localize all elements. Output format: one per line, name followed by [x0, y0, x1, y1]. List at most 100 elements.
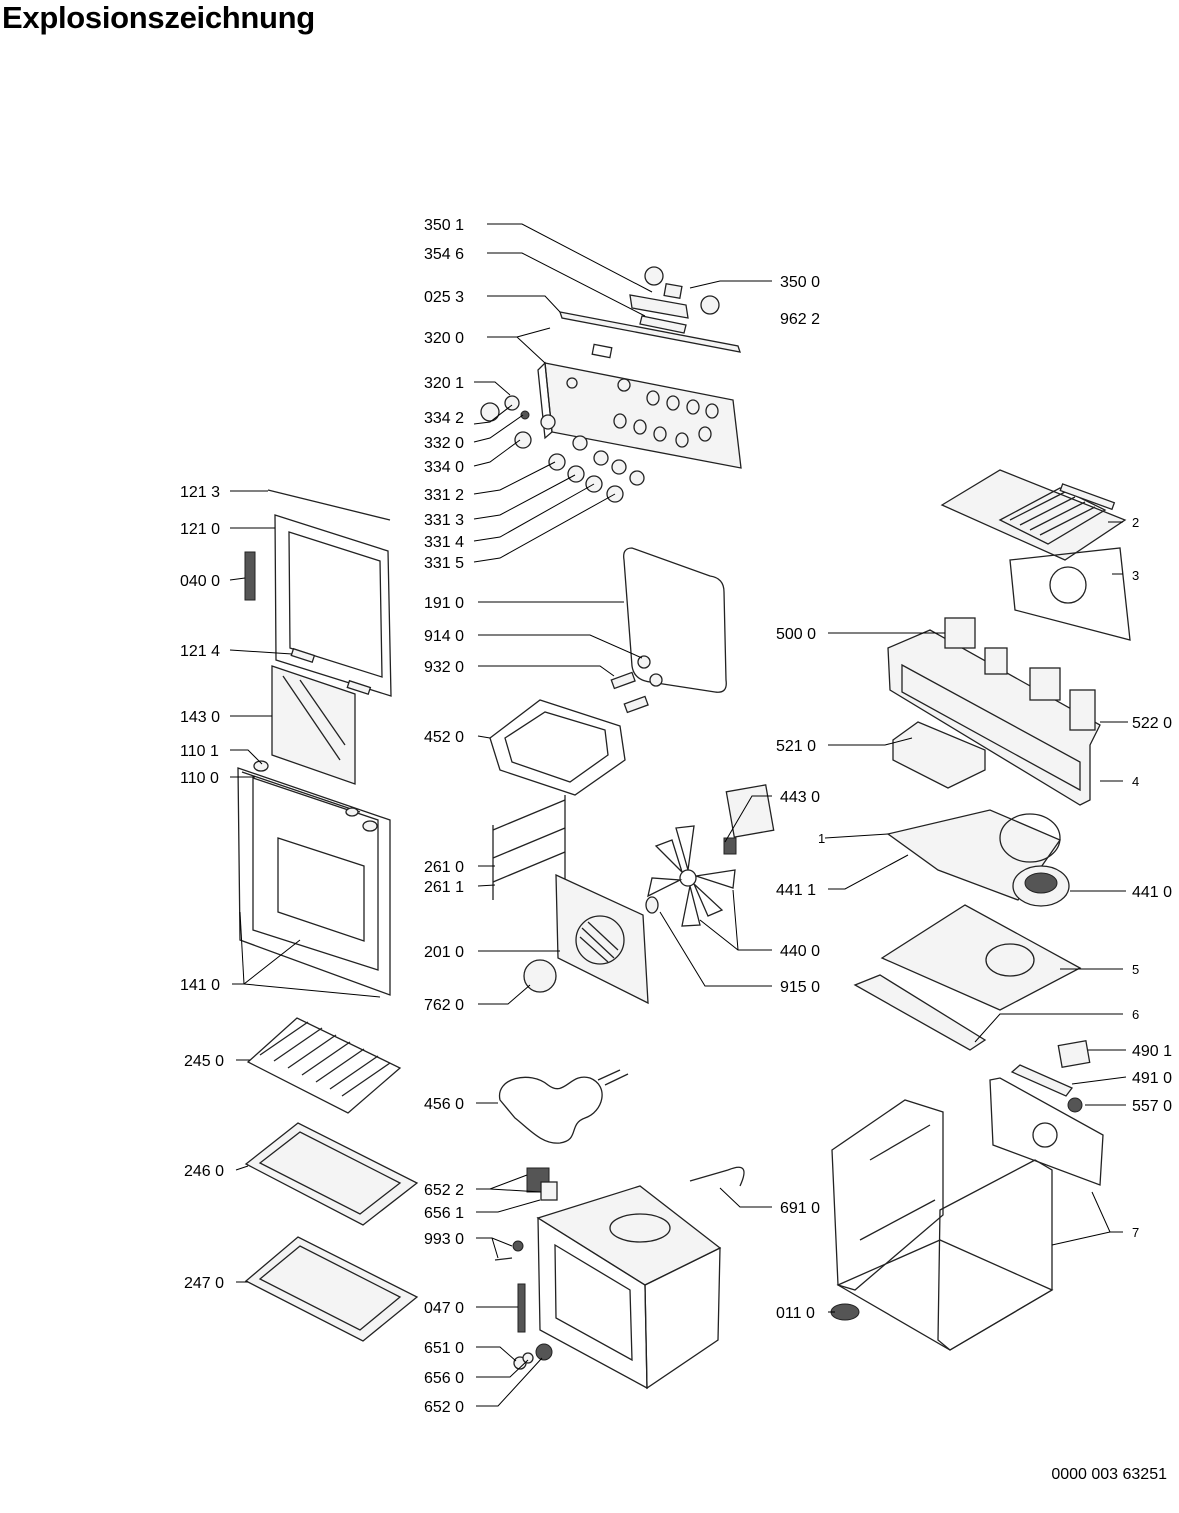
- part-label: 110 0: [180, 770, 219, 787]
- part-label: 334 0: [424, 459, 464, 476]
- control-panel-group: [480, 266, 742, 503]
- knob-cap: [644, 266, 664, 286]
- door-seal: [623, 547, 727, 693]
- door-handle: [244, 551, 256, 601]
- part-label: 011 0: [776, 1305, 815, 1322]
- part-label: 6: [1132, 1007, 1139, 1022]
- lamp-cover: [523, 959, 557, 993]
- part-label: 522 0: [1132, 715, 1172, 732]
- part-label: 331 5: [424, 555, 464, 572]
- top-cover: [940, 469, 1127, 561]
- part-label: 025 3: [424, 289, 464, 306]
- insulation-plate: [880, 904, 1082, 1011]
- part-label: 557 0: [1132, 1098, 1172, 1115]
- part-label: 521 0: [776, 738, 816, 755]
- lower-heating-element: [498, 1076, 603, 1144]
- part-labels: 350 1 354 6 025 3 320 0 320 1 334 2 332 …: [180, 217, 1172, 1416]
- part-label: 245 0: [184, 1053, 224, 1070]
- baking-tray: [244, 1122, 419, 1226]
- part-label: 443 0: [780, 789, 820, 806]
- part-label: 651 0: [424, 1340, 464, 1357]
- part-label: 331 4: [424, 534, 464, 551]
- part-label: 491 0: [1132, 1070, 1172, 1087]
- part-label: 261 0: [424, 859, 464, 876]
- part-label: 914 0: [424, 628, 464, 645]
- part-label: 500 0: [776, 626, 816, 643]
- document-number: 0000 003 63251: [1051, 1466, 1167, 1483]
- hinge-bar: [517, 1283, 526, 1333]
- part-label: 350 0: [780, 274, 820, 291]
- part-label: 4: [1132, 774, 1139, 789]
- part-label: 441 0: [1132, 884, 1172, 901]
- part-label: 141 0: [180, 977, 220, 994]
- rear-cover: [1009, 547, 1131, 641]
- part-label: 354 6: [424, 246, 464, 263]
- part-label: 915 0: [780, 979, 820, 996]
- part-label: 993 0: [424, 1231, 464, 1248]
- part-label: 331 3: [424, 512, 464, 529]
- part-label: 3: [1132, 568, 1139, 583]
- part-label: 320 1: [424, 375, 464, 392]
- part-label: 191 0: [424, 595, 464, 612]
- part-label: 350 1: [424, 217, 464, 234]
- fan-cover-panel: [555, 873, 649, 1005]
- electrics-group: [830, 469, 1131, 1351]
- housing-frame-right: [937, 1159, 1053, 1351]
- outer-door: [237, 767, 391, 996]
- part-label: 247 0: [184, 1275, 224, 1292]
- terminal-block: [892, 721, 986, 789]
- fan-blade: [647, 825, 736, 927]
- part-label: 656 0: [424, 1370, 464, 1387]
- oven-foot: [830, 1303, 860, 1321]
- part-label: 456 0: [424, 1096, 464, 1113]
- part-label: 452 0: [424, 729, 464, 746]
- side-panel: [989, 1077, 1104, 1186]
- part-label: 047 0: [424, 1300, 464, 1317]
- part-label: 691 0: [780, 1200, 820, 1217]
- part-label: 652 2: [424, 1182, 464, 1199]
- part-label: 5: [1132, 962, 1139, 977]
- terminal-strip: [1010, 1064, 1074, 1097]
- oven-interior-group: [489, 547, 775, 1390]
- leader-lines: [229, 223, 1128, 1407]
- page-title: Explosionszeichnung: [2, 0, 315, 35]
- inner-door-frame: [274, 514, 392, 697]
- part-label: 040 0: [180, 573, 220, 590]
- part-label: 121 4: [180, 643, 220, 660]
- bottom-plate: [853, 974, 987, 1051]
- part-label: 121 3: [180, 484, 220, 501]
- part-label: 1: [818, 831, 825, 846]
- part-label: 762 0: [424, 997, 464, 1014]
- part-label: 121 0: [180, 521, 220, 538]
- control-knobs: [480, 395, 645, 503]
- part-label: 320 0: [424, 330, 464, 347]
- wire-rack: [246, 1017, 402, 1114]
- part-label: 932 0: [424, 659, 464, 676]
- part-label: 332 0: [424, 435, 464, 452]
- part-label: 201 0: [424, 944, 464, 961]
- part-label: 2: [1132, 515, 1139, 530]
- display-module: [629, 294, 689, 319]
- part-label: 261 1: [424, 879, 464, 896]
- accessories-group: [244, 1017, 419, 1342]
- part-label: 7: [1132, 1225, 1139, 1240]
- door-glass: [271, 665, 356, 785]
- part-label: 331 2: [424, 487, 464, 504]
- door-group: [237, 489, 392, 996]
- part-label: 962 2: [780, 311, 820, 328]
- part-label: 440 0: [780, 943, 820, 960]
- part-label: 143 0: [180, 709, 220, 726]
- part-label: 246 0: [184, 1163, 224, 1180]
- drip-tray: [244, 1236, 419, 1342]
- grill-element: [489, 699, 626, 796]
- part-label: 334 2: [424, 410, 464, 427]
- part-label: 656 1: [424, 1205, 464, 1222]
- fan-motor: [725, 784, 775, 838]
- trim-strip: [559, 311, 741, 353]
- part-label: 490 1: [1132, 1043, 1172, 1060]
- part-label: 441 1: [776, 882, 816, 899]
- housing-frame-left: [831, 1099, 944, 1291]
- part-label: 652 0: [424, 1399, 464, 1416]
